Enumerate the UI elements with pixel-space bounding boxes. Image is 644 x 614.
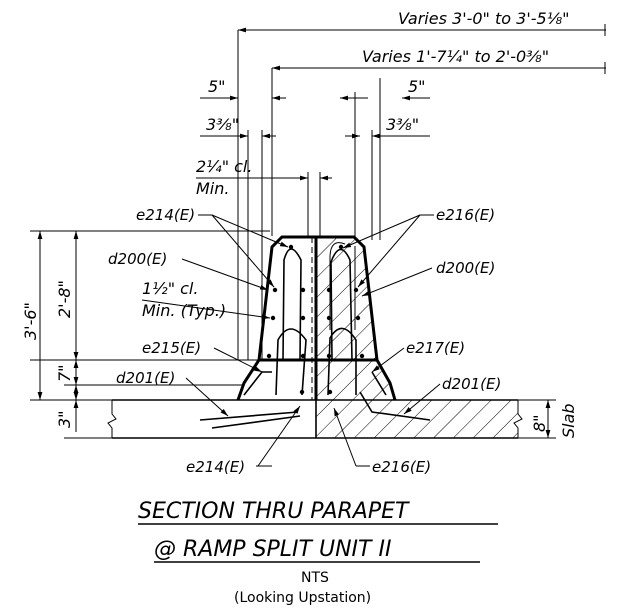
text-labels: Varies 3'-0" to 3'-5⅛" Varies 1'-7¼" to … [21, 9, 578, 476]
slab [107, 399, 523, 439]
e215-label: e215(E) [142, 339, 201, 357]
parapet [199, 235, 431, 429]
height-three-label: 3" [55, 410, 74, 428]
five-inch-right-label: 5" [408, 77, 426, 96]
scale-note: NTS [301, 570, 329, 586]
title-line-2: @ RAMP SPLIT UNIT II [154, 537, 391, 562]
height-upper-label: 2'-8" [55, 280, 74, 318]
e216-top-label: e216(E) [436, 206, 495, 224]
min-typ-label: Min. (Typ.) [142, 301, 226, 320]
e216-bottom-label: e216(E) [372, 458, 431, 476]
three-three-eighths-left-label: 3⅜" [206, 115, 239, 134]
e214-top-label: e214(E) [136, 206, 195, 224]
view-note: (Looking Upstation) [234, 590, 371, 606]
varies-outer-label: Varies 3'-0" to 3'-5⅛" [398, 9, 570, 28]
left-vertical-dimensions [30, 230, 270, 439]
d200-right-label: d200(E) [436, 259, 495, 277]
five-inch-left-label: 5" [208, 77, 226, 96]
height-seven-label: 7" [55, 364, 74, 382]
title-line-1: SECTION THRU PARAPET [138, 499, 410, 524]
e217-label: e217(E) [406, 339, 465, 357]
e214-bottom-label: e214(E) [186, 458, 245, 476]
min-label: Min. [196, 179, 229, 198]
d201-left-label: d201(E) [116, 369, 175, 387]
clear-one-half-label: 1½" cl. [142, 279, 198, 298]
slab-label: Slab [559, 403, 578, 438]
top-dimension-lines [196, 24, 606, 360]
slab-dimension [518, 399, 556, 439]
height-total-label: 3'-6" [21, 302, 40, 340]
three-three-eighths-right-label: 3⅜" [386, 115, 419, 134]
varies-inner-label: Varies 1'-7¼" to 2'-0⅜" [362, 47, 549, 66]
slab-eight-label: 8" [530, 414, 549, 432]
d201-right-label: d201(E) [442, 375, 501, 393]
d200-left-label: d200(E) [108, 250, 167, 268]
clear-two-quarter-label: 2¼" cl. [196, 157, 252, 176]
title-block: SECTION THRU PARAPET @ RAMP SPLIT UNIT I… [138, 499, 498, 606]
